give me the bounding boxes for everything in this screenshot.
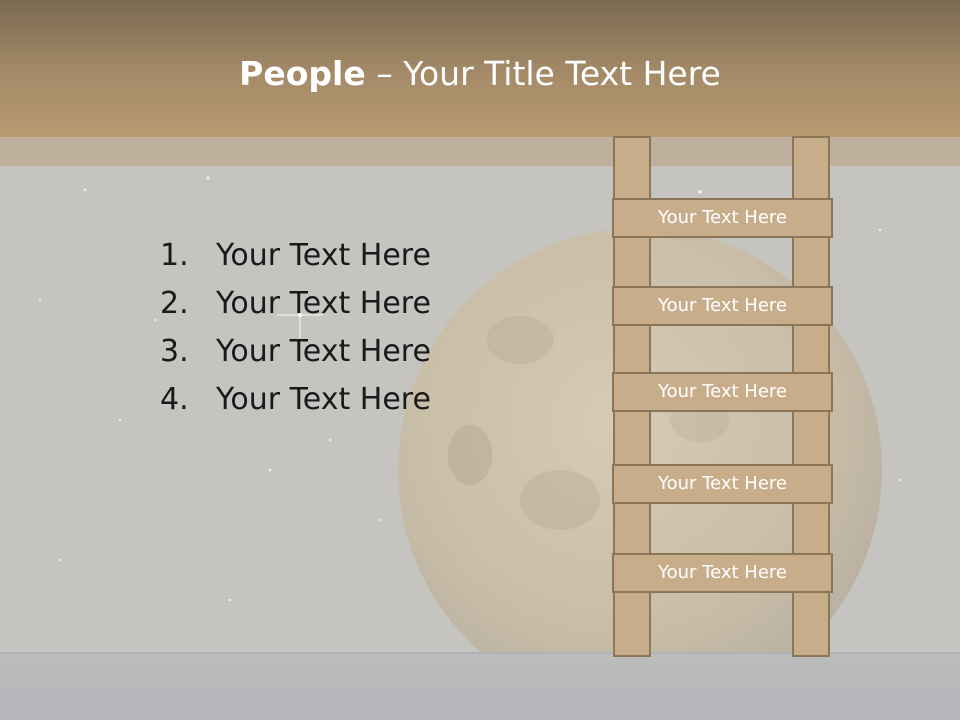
- ladder-rung: Your Text Here: [612, 286, 833, 326]
- title-rest: – Your Title Text Here: [365, 54, 721, 93]
- slide-title: People – Your Title Text Here: [0, 52, 960, 96]
- list-text: Your Text Here: [216, 334, 431, 369]
- list-number: 2.: [160, 286, 189, 321]
- list-item: 3. Your Text Here: [160, 328, 431, 376]
- title-band: [0, 0, 960, 137]
- ladder-rung: Your Text Here: [612, 198, 833, 238]
- list-item: 2. Your Text Here: [160, 280, 431, 328]
- title-bold: People: [239, 54, 366, 93]
- list-text: Your Text Here: [216, 238, 431, 273]
- list-number: 3.: [160, 334, 189, 369]
- list-text: Your Text Here: [216, 382, 431, 417]
- list-item: 4. Your Text Here: [160, 376, 431, 424]
- list-number: 4.: [160, 382, 189, 417]
- sparkle: [277, 292, 323, 338]
- ladder-rung: Your Text Here: [612, 553, 833, 593]
- ladder-rung: Your Text Here: [612, 372, 833, 412]
- list-number: 1.: [160, 238, 189, 273]
- list-text: Your Text Here: [216, 286, 431, 321]
- ladder-rung: Your Text Here: [612, 464, 833, 504]
- numbered-list: 1. Your Text Here 2. Your Text Here 3. Your…: [160, 232, 431, 424]
- list-item: 1. Your Text Here: [160, 232, 431, 280]
